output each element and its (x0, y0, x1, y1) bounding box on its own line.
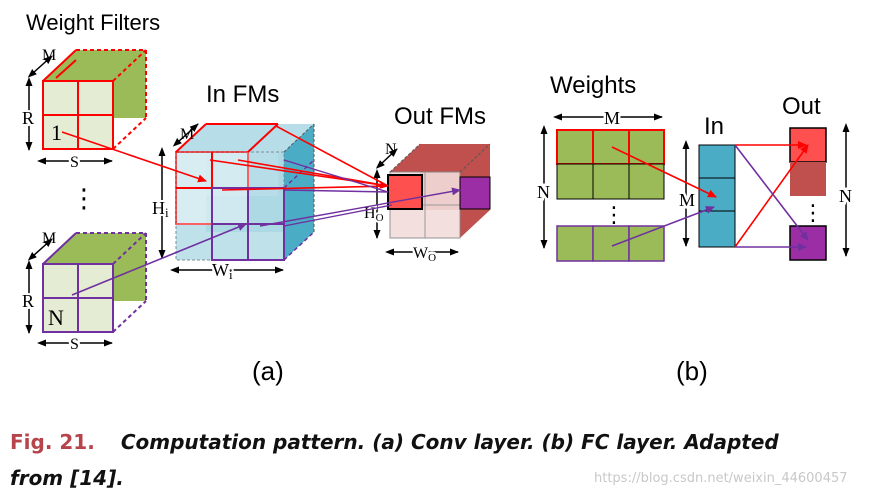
filter-n-cube: N (42, 232, 147, 333)
computation-pattern-diagram: Weight Filters 1 M R S ⋮ (20, 10, 855, 386)
out-vector (789, 127, 827, 261)
out-fms-n-label: N (385, 141, 397, 158)
filter-n-m-arrow (27, 238, 53, 261)
filter-1-s-label: S (70, 154, 79, 171)
in-fms-m-arrow (172, 123, 199, 147)
weights-title: Weights (550, 72, 636, 99)
out-n-label: N (839, 186, 852, 206)
out-title: Out (782, 93, 821, 120)
caption-text-1: Computation pattern. (a) Conv layer. (b)… (120, 430, 779, 454)
out-fms-cube (387, 143, 491, 239)
conv-connection-lines (61, 125, 461, 296)
filter-1-r-label: R (22, 108, 34, 128)
weights-row-1 (556, 129, 665, 165)
in-fms-title: In FMs (206, 81, 279, 108)
filter-n-r-label: R (22, 291, 34, 311)
out-fms-n-arrow (375, 148, 398, 169)
panel-a-conv-layer: Weight Filters 1 M R S ⋮ (20, 10, 491, 386)
weight-filters-title: Weight Filters (26, 10, 160, 35)
caption-line-1: Fig. 21. Computation pattern. (a) Conv la… (10, 424, 870, 460)
caption-line-2: from [14]. (10, 460, 870, 496)
weights-row-2 (556, 163, 665, 200)
in-vector (698, 144, 736, 248)
out-fms-title: Out FMs (394, 103, 486, 130)
panel-a-label: (a) (252, 356, 284, 386)
caption-text-2: from [14]. (10, 466, 124, 490)
figure-caption: Fig. 21. Computation pattern. (a) Conv la… (10, 424, 870, 496)
in-fms-wi-label: Wi (212, 260, 233, 282)
watermark-url: https://blog.csdn.net/weixin_44600457 (594, 471, 848, 486)
in-fms-hi-label: Hi (152, 198, 169, 220)
in-fms-cube (175, 123, 315, 261)
filter-1-label: 1 (51, 120, 62, 145)
filter-1-cube: 1 (42, 49, 147, 150)
filter-n-label: N (48, 305, 64, 330)
out-ellipsis: ⋮ (802, 200, 824, 225)
fc-connection-lines (611, 141, 809, 251)
filter-1-m-label: M (42, 47, 56, 64)
weights-n-label: N (537, 182, 550, 202)
in-fms-m-label: M (180, 126, 194, 143)
filter-1-m-arrow (27, 55, 53, 78)
figure-number: Fig. 21. (10, 430, 95, 454)
panel-b-fc-layer: Weights M ⋮ N In M (535, 72, 855, 386)
weights-m-label: M (604, 108, 620, 128)
in-title: In (704, 113, 724, 140)
filter-n-m-label: M (42, 230, 56, 247)
filters-ellipsis: ⋮ (71, 183, 97, 213)
weights-row-n (556, 225, 665, 262)
filter-n-s-label: S (70, 336, 79, 353)
in-m-label: M (679, 190, 695, 210)
out-fms-wo-label: WO (413, 245, 436, 264)
weights-ellipsis: ⋮ (603, 202, 625, 227)
panel-b-label: (b) (676, 356, 708, 386)
